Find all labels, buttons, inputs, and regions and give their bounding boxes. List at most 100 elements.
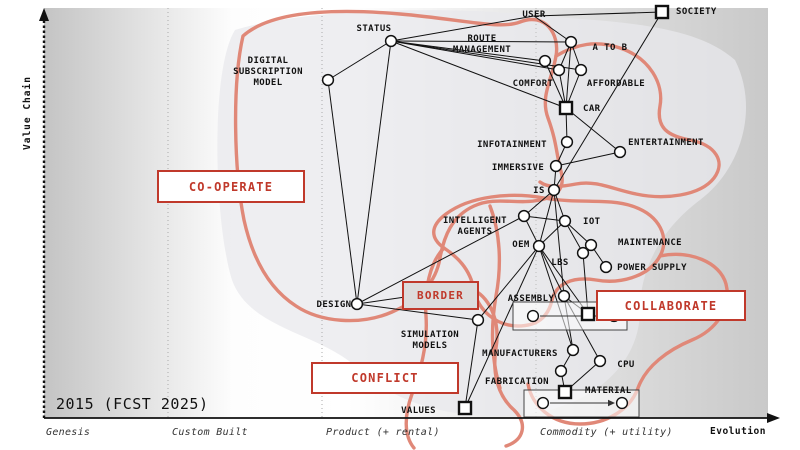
graph-link (477, 245, 540, 321)
map-node-design[interactable] (350, 297, 364, 311)
graph-link (390, 15, 535, 42)
graph-link (538, 189, 555, 247)
map-node-oem[interactable] (532, 239, 546, 253)
graph-link (523, 189, 555, 217)
x-stage-genesis: Genesis (46, 427, 91, 438)
map-node-route[interactable] (538, 54, 552, 68)
graph-link (538, 245, 574, 351)
graph-link (327, 79, 358, 305)
annotation-border[interactable]: BORDER (402, 281, 479, 310)
map-node-car[interactable] (558, 100, 574, 116)
node-label-fabrication: FABRICATION (484, 377, 550, 387)
graph-link (464, 245, 540, 409)
map-node-simulation[interactable] (471, 313, 485, 327)
graph-link (565, 41, 572, 109)
node-label-cpu: CPU (617, 360, 635, 370)
graph-link (533, 15, 572, 43)
annotation-collaborate[interactable]: COLLABORATE (596, 290, 746, 321)
graph-link (356, 215, 525, 305)
node-label-intelligent: INTELLIGENT AGENTS (442, 216, 508, 237)
node-label-maintenance: MAINTENANCE (617, 238, 683, 248)
node-label-user: USER (522, 10, 546, 20)
annotation-co-operate[interactable]: CO-OPERATE (157, 170, 305, 203)
node-label-lbs: LBS (551, 258, 569, 268)
node-label-oem: OEM (512, 240, 530, 250)
map-node-is[interactable] (547, 183, 561, 197)
node-label-digital: DIGITAL SUBSCRIPTION MODEL (233, 56, 303, 88)
node-label-is: IS (533, 186, 545, 196)
graph-link (538, 245, 565, 297)
node-label-infotainment: INFOTAINMENT (477, 140, 547, 150)
graph-link (565, 107, 621, 153)
map-node-affordable[interactable] (574, 63, 588, 77)
collaborate-boundary (526, 252, 729, 426)
node-label-manufacturers: MANUFACTURERS (482, 349, 558, 359)
y-axis-label: Value Chain (22, 76, 33, 150)
x-stage-product-rental-: Product (+ rental) (326, 427, 440, 438)
map-node-cpu[interactable] (593, 354, 607, 368)
node-label-entertainment: ENTERTAINMENT (628, 138, 704, 148)
annotation-conflict[interactable]: CONFLICT (311, 362, 459, 394)
node-label-power: POWER SUPPLY (617, 263, 687, 273)
node-label-atob: A TO B (592, 43, 628, 53)
x-axis-label: Evolution (710, 426, 766, 437)
graph-link (523, 215, 566, 222)
graph-link (533, 11, 663, 17)
graph-link (464, 319, 479, 409)
node-label-comfort: COMFORT (512, 79, 554, 89)
graph-link (390, 40, 572, 43)
map-node-comfort[interactable] (552, 63, 566, 77)
node-label-route: ROUTE MANAGEMENT (452, 34, 512, 55)
x-stage-custom-built: Custom Built (172, 427, 248, 438)
map-node-material[interactable] (557, 384, 573, 400)
evolution-start-node (536, 396, 550, 410)
map-node-infotainment[interactable] (560, 135, 574, 149)
map-node-power[interactable] (599, 260, 613, 274)
node-label-iot: IOT (583, 217, 601, 227)
map-node-intelligent[interactable] (517, 209, 531, 223)
node-label-status: STATUS (356, 24, 392, 34)
map-node-iot[interactable] (558, 214, 572, 228)
map-node-fabrication[interactable] (554, 364, 568, 378)
graph-link (390, 40, 560, 71)
year-forecast-label: 2015 (FCST 2025) (56, 395, 209, 413)
node-label-affordable: AFFORDABLE (586, 79, 646, 89)
map-node-manufacturers[interactable] (566, 343, 580, 357)
co-operate-boundary (233, 9, 564, 323)
node-label-material: MATERIAL (585, 386, 632, 396)
map-node-lbs[interactable] (576, 246, 590, 260)
graph-link (555, 151, 621, 167)
is-boundary (432, 193, 666, 328)
x-stage-commodity-utility-: Commodity (+ utility) (540, 427, 673, 438)
map-node-digital[interactable] (321, 73, 335, 87)
map-node-values[interactable] (457, 400, 473, 416)
node-label-simulation: SIMULATION MODELS (400, 330, 460, 351)
node-label-immersive: IMMERSIVE (491, 163, 545, 173)
map-node-assembly_sq[interactable] (580, 306, 596, 322)
node-label-car: CAR (583, 104, 601, 114)
conflict-boundary-left (404, 246, 446, 450)
graph-link (327, 40, 392, 81)
map-node-immersive[interactable] (549, 159, 563, 173)
map-node-status[interactable] (384, 34, 398, 48)
evolution-end-node (615, 396, 629, 410)
entertainment-boundary (538, 42, 721, 199)
map-node-entertainment[interactable] (613, 145, 627, 159)
node-label-design: DESIGN (316, 300, 352, 310)
map-node-atob[interactable] (564, 35, 578, 49)
map-node-society[interactable] (654, 4, 670, 20)
node-label-society: SOCIETY (676, 7, 717, 17)
map-node-assembly[interactable] (557, 289, 571, 303)
map-node-maintenance[interactable] (584, 238, 598, 252)
graph-link (356, 303, 479, 321)
evolution-start-node (526, 309, 540, 323)
graph-link (544, 60, 567, 109)
material-evolution (523, 389, 640, 418)
node-label-assembly: ASSEMBLY (507, 294, 555, 304)
graph-link (553, 11, 663, 191)
graph-link (390, 40, 546, 62)
